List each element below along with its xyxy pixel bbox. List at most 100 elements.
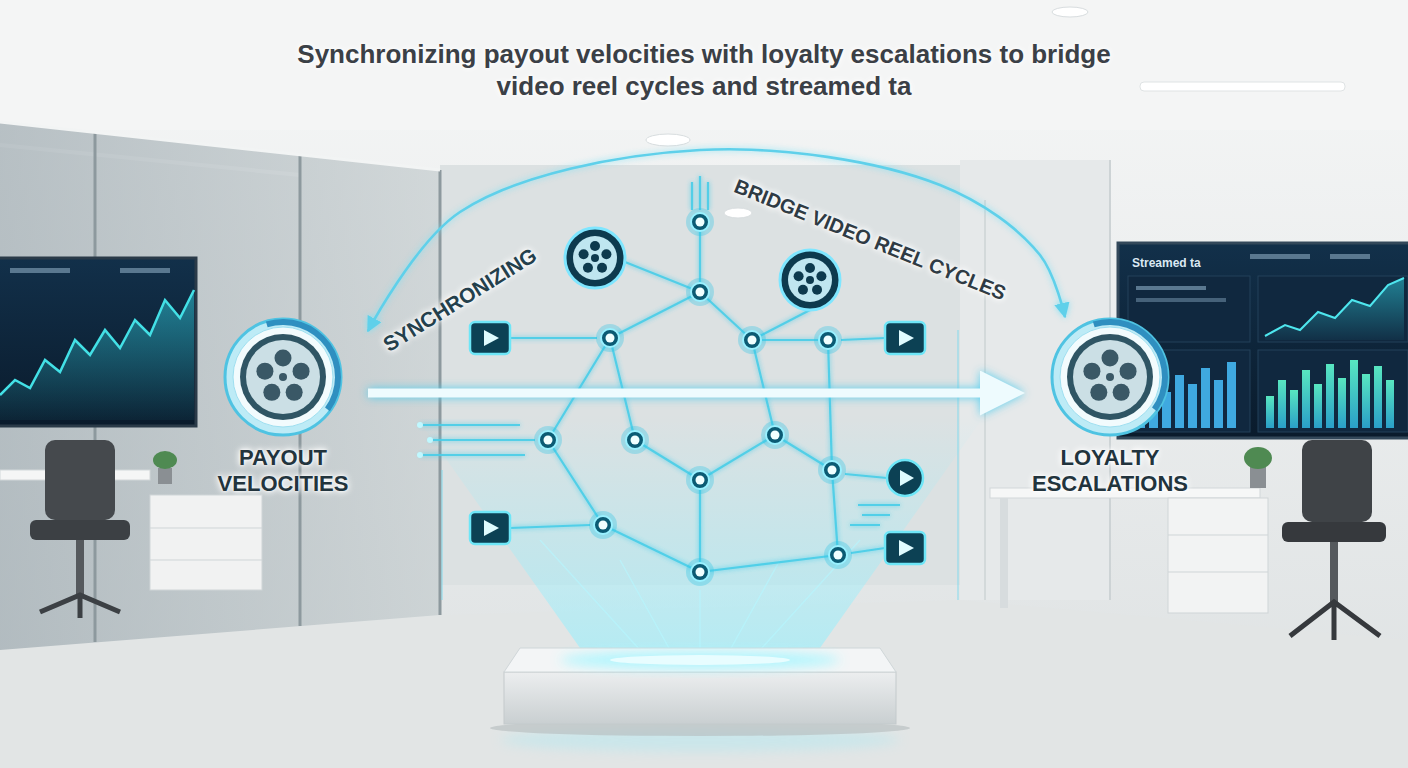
network-node: [596, 324, 624, 352]
left-monitor: [0, 258, 196, 426]
reel-hole: [1113, 384, 1130, 401]
right-monitor: [1350, 360, 1358, 428]
right-monitor: [1330, 254, 1370, 259]
hologram-pedestal: [504, 648, 896, 672]
left-furniture: [45, 440, 115, 520]
reel-ring: [1073, 340, 1147, 414]
right-furniture: [1302, 440, 1372, 522]
reel-ring: [246, 340, 320, 414]
left-furniture: [150, 495, 262, 590]
right-monitor: [1136, 286, 1206, 290]
right-furniture: [1168, 498, 1268, 613]
right-furniture: [1168, 535, 1268, 536]
left-monitor: [0, 290, 194, 420]
network-node: [686, 278, 714, 306]
reel-ring: [233, 327, 333, 427]
reel-hole: [1090, 384, 1107, 401]
left-furniture: [153, 451, 177, 469]
network-node: [621, 426, 649, 454]
glass-wall: [0, 122, 440, 650]
network-node: [686, 466, 714, 494]
play-icon: [470, 512, 510, 544]
play-icon: [885, 322, 925, 354]
network-node: [818, 456, 846, 484]
network-node: [589, 511, 617, 539]
frame-line: [442, 330, 958, 600]
right-furniture: [1244, 447, 1272, 469]
glass-wall: [0, 122, 440, 650]
reel-hole: [293, 363, 310, 380]
reel-node: PAYOUT VELOCITIES: [198, 317, 368, 497]
reel-icon: [565, 228, 625, 288]
left-monitor: [0, 258, 196, 426]
network-node: [814, 326, 842, 354]
reel-ring: [1067, 334, 1153, 420]
trace-dot: [417, 452, 423, 458]
right-monitor: [1175, 375, 1184, 428]
reel-node: LOYALTY ESCALATIONS: [1025, 317, 1195, 497]
right-monitor: [1290, 390, 1298, 428]
left-furniture: [40, 595, 120, 618]
left-monitor: [10, 268, 70, 273]
reel-hole: [1106, 373, 1114, 381]
left-furniture: [76, 540, 84, 595]
right-monitor: [1302, 370, 1310, 428]
node-heading: PAYOUT VELOCITIES: [198, 445, 368, 497]
right-monitor: [1326, 364, 1334, 428]
reel-hole: [275, 350, 292, 367]
reel-hole: [286, 384, 303, 401]
network-node: [761, 421, 789, 449]
right-furniture: [990, 440, 1386, 640]
right-monitor: [1118, 243, 1408, 438]
reel-hole: [1120, 363, 1137, 380]
room-background: [0, 0, 1408, 130]
arc-label: SYNCHRONIZING: [379, 243, 541, 357]
right-monitor: [1201, 368, 1210, 428]
network-node: [686, 208, 714, 236]
right-furniture: [1330, 542, 1338, 602]
reel-hole: [1083, 363, 1100, 380]
room-background: [984, 200, 986, 600]
right-monitor: [1278, 380, 1286, 428]
hologram-pedestal: [504, 672, 896, 724]
reel-ring: [225, 319, 341, 435]
left-furniture: [150, 528, 262, 529]
trace-dot: [417, 422, 423, 428]
reel-hole: [263, 384, 280, 401]
right-monitor: [1136, 298, 1226, 302]
ceiling-lights: [1052, 7, 1088, 17]
right-monitor: [1362, 374, 1370, 428]
flow-arrow: [368, 389, 980, 398]
right-furniture: [1000, 498, 1008, 608]
screen-label: Streamed ta: [1132, 256, 1201, 270]
ceiling-lights: [1140, 82, 1345, 91]
left-furniture: [0, 440, 262, 618]
right-monitor: [1265, 278, 1404, 340]
right-furniture: [1168, 572, 1268, 573]
left-furniture: [158, 468, 172, 484]
right-monitor: [1374, 366, 1382, 428]
glass-wall: [0, 122, 440, 170]
right-monitor: [1266, 396, 1274, 428]
left-monitor: [120, 268, 170, 273]
reel-circle: [223, 317, 343, 437]
network-node: [738, 326, 766, 354]
play-icon: [887, 460, 923, 496]
reel-ring: [240, 334, 326, 420]
network-node: [534, 426, 562, 454]
right-furniture: [1282, 522, 1386, 542]
ceiling-lights: [646, 134, 690, 146]
diagram-title: Synchronizing payout velocities with loy…: [269, 38, 1139, 102]
right-monitor: [1250, 254, 1310, 259]
trace-dot: [427, 437, 433, 443]
right-monitor: [1227, 362, 1236, 428]
right-monitor: [1118, 243, 1408, 438]
reel-hole: [1102, 350, 1119, 367]
right-monitor: [1258, 350, 1408, 432]
node-heading: LOYALTY ESCALATIONS: [1025, 445, 1195, 497]
